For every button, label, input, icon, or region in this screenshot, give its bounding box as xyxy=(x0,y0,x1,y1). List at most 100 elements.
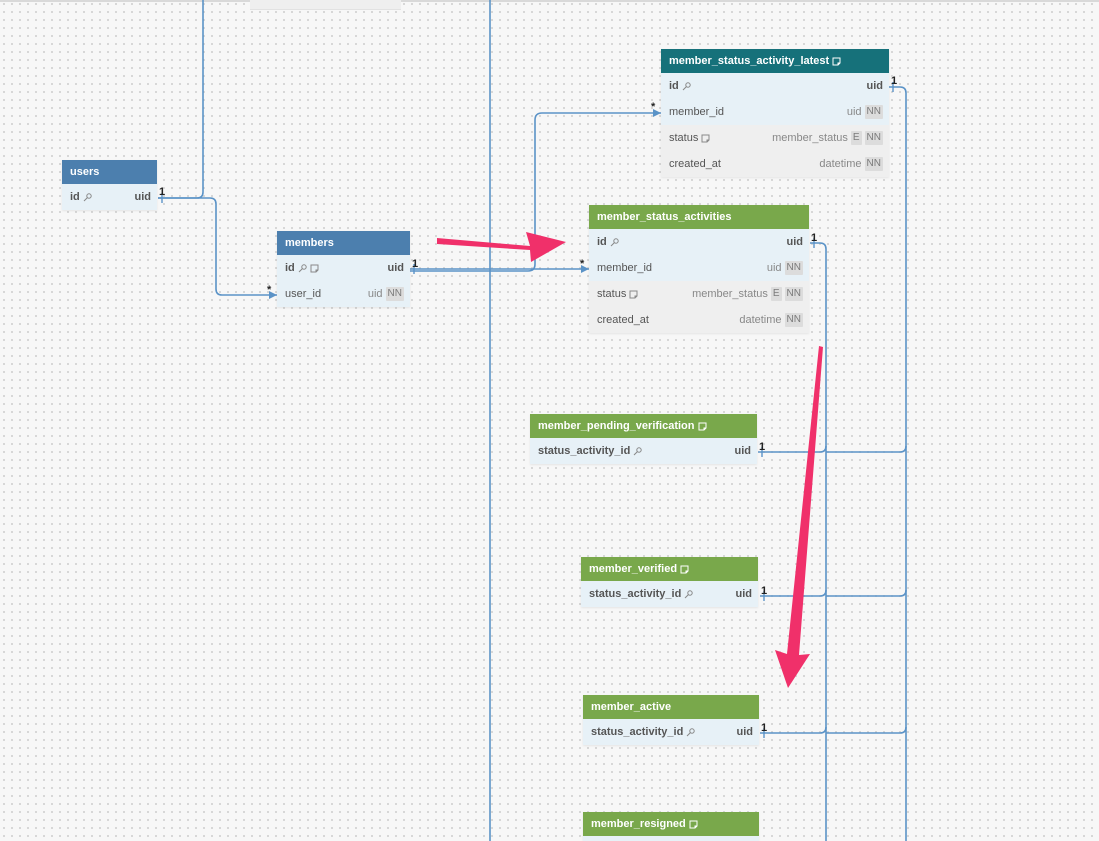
field-row-id[interactable]: id uid xyxy=(589,229,809,255)
table-header[interactable]: member_status_activity_latest xyxy=(661,49,889,73)
edge-users-members xyxy=(158,197,277,296)
table-header[interactable]: member_active xyxy=(583,695,759,719)
edge-activities-id-trunk xyxy=(810,242,827,841)
field-type: datetime xyxy=(819,158,862,170)
table-header[interactable]: member_pending_verification xyxy=(530,414,757,438)
annotation-arrow-horizontal xyxy=(437,232,566,262)
edge-latest-id-trunk xyxy=(888,86,907,841)
not-null-badge: NN xyxy=(385,287,404,301)
table-header[interactable]: users xyxy=(62,160,157,184)
field-name: id xyxy=(285,262,295,274)
table-users[interactable]: users id uid xyxy=(62,160,157,210)
field-row-partial xyxy=(583,836,759,841)
field-type: uid xyxy=(734,445,752,457)
field-type: uid xyxy=(786,236,804,248)
edge-members-latest xyxy=(410,112,661,272)
note-icon xyxy=(701,134,710,143)
table-header[interactable]: member_resigned xyxy=(583,812,759,836)
note-icon xyxy=(310,264,319,273)
edge-offscreen-to-users xyxy=(158,0,204,199)
canvas-top-border xyxy=(0,0,1099,2)
field-type: uid xyxy=(766,262,782,274)
note-icon xyxy=(698,422,707,431)
edge-active xyxy=(760,726,907,734)
cardinality-one-members: 1 xyxy=(412,258,419,270)
table-member-status-activity-latest[interactable]: member_status_activity_latest id uid mem… xyxy=(661,49,889,177)
cardinality-many-activities: * xyxy=(580,258,585,270)
field-row-id[interactable]: id uid xyxy=(277,255,410,281)
field-row-status[interactable]: status member_status E NN xyxy=(661,125,889,151)
note-icon xyxy=(629,290,638,299)
not-null-badge: NN xyxy=(864,131,883,145)
field-name: created_at xyxy=(669,158,721,170)
cardinality-one-users: 1 xyxy=(159,186,166,198)
field-type: uid xyxy=(736,726,754,738)
field-type: member_status xyxy=(692,288,768,300)
table-member-verified[interactable]: member_verified status_activity_id uid xyxy=(581,557,758,607)
field-name: id xyxy=(597,236,607,248)
note-icon xyxy=(832,57,841,66)
field-name: user_id xyxy=(285,288,322,300)
table-title: member_status_activity_latest xyxy=(669,55,830,67)
field-row-created_at[interactable]: created_at datetime NN xyxy=(661,151,889,177)
field-name: status xyxy=(597,288,627,300)
many-arrow-members-user_id xyxy=(269,291,277,299)
table-member-pending-verification[interactable]: member_pending_verification status_activ… xyxy=(530,414,757,464)
enum-badge: E xyxy=(850,131,862,145)
field-name: status_activity_id xyxy=(591,726,684,738)
field-type: uid xyxy=(735,588,753,600)
many-arrow-activities-member_id xyxy=(581,265,589,273)
field-row-user_id[interactable]: user_id uid NN xyxy=(277,281,410,307)
field-type: uid xyxy=(134,191,152,203)
edge-pending xyxy=(758,445,907,453)
table-title: member_resigned xyxy=(591,818,686,830)
table-header[interactable]: member_status_activities xyxy=(589,205,809,229)
field-name: status xyxy=(669,132,699,144)
not-null-badge: NN xyxy=(784,287,803,301)
cardinality-one-activities: 1 xyxy=(811,232,818,244)
many-arrow-latest-member_id xyxy=(653,109,661,117)
field-type: member_status xyxy=(772,132,848,144)
field-name: status_activity_id xyxy=(538,445,631,457)
table-title: member_pending_verification xyxy=(538,420,695,432)
cardinality-many-latest: * xyxy=(651,101,656,113)
field-type: uid xyxy=(387,262,405,274)
not-null-badge: NN xyxy=(784,313,803,327)
note-icon xyxy=(689,820,698,829)
field-type: uid xyxy=(866,80,884,92)
not-null-badge: NN xyxy=(784,261,803,275)
field-row-status_activity_id[interactable]: status_activity_id uid xyxy=(583,719,759,745)
table-members[interactable]: members id uid user_id uid NN xyxy=(277,231,410,307)
key-icon xyxy=(83,192,92,202)
field-type: datetime xyxy=(739,314,782,326)
cardinality-one-latest: 1 xyxy=(891,75,898,87)
field-row-status[interactable]: status member_status E NN xyxy=(589,281,809,307)
table-member-active[interactable]: member_active status_activity_id uid xyxy=(583,695,759,745)
field-row-created_at[interactable]: created_at datetime NN xyxy=(589,307,809,333)
key-icon xyxy=(610,237,619,247)
table-title: member_active xyxy=(591,701,672,713)
table-member-status-activities[interactable]: member_status_activities id uid member_i… xyxy=(589,205,809,333)
table-member-resigned[interactable]: member_resigned xyxy=(583,812,759,841)
edge-verified xyxy=(760,589,907,597)
table-title: member_status_activities xyxy=(597,211,732,223)
table-title: users xyxy=(70,166,100,178)
key-icon xyxy=(686,727,696,737)
cardinality-many-members: * xyxy=(267,284,272,296)
note-icon xyxy=(680,565,689,574)
field-row-id[interactable]: id uid xyxy=(661,73,889,99)
table-header[interactable]: members xyxy=(277,231,410,255)
annotation-arrow-vertical xyxy=(775,346,823,688)
enum-badge: E xyxy=(770,287,782,301)
field-row-member_id[interactable]: member_id uid NN xyxy=(589,255,809,281)
field-type: uid xyxy=(367,288,383,300)
key-icon xyxy=(684,589,694,599)
field-name: id xyxy=(669,80,679,92)
field-row-id[interactable]: id uid xyxy=(62,184,157,210)
key-icon xyxy=(298,263,307,273)
field-row-status_activity_id[interactable]: status_activity_id uid xyxy=(581,581,758,607)
cardinality-one-pending: 1 xyxy=(759,441,766,453)
field-row-status_activity_id[interactable]: status_activity_id uid xyxy=(530,438,757,464)
table-header[interactable]: member_verified xyxy=(581,557,758,581)
field-row-member_id[interactable]: member_id uid NN xyxy=(661,99,889,125)
